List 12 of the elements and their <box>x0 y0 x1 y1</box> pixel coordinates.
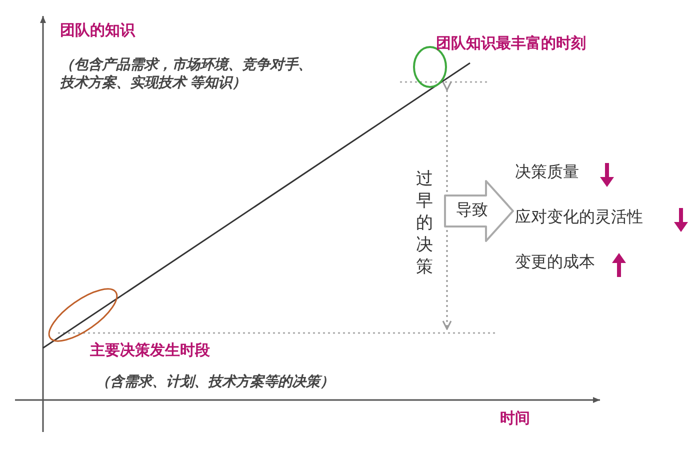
effect-label: 决策质量 <box>515 162 579 183</box>
axis-note: （包含产品需求，市场环境、竞争对手、技术方案、实现技术 等知识） <box>60 56 313 91</box>
period-note: （含需求、计划、技术方案等的决策） <box>96 372 334 391</box>
axis-title: 时间 <box>500 409 530 429</box>
vertical-label: 过早的决策 <box>416 168 433 278</box>
node-label: 导致 <box>456 201 488 221</box>
period-label: 主要决策发生时段 <box>90 340 210 361</box>
axis-title: 团队的知识 <box>60 21 135 41</box>
block-arrow <box>444 180 514 242</box>
effect-label: 应对变化的灵活性 <box>515 208 643 228</box>
effect-label: 变更的成本 <box>515 252 595 273</box>
peak-label: 团队知识最丰富的时刻 <box>436 34 586 54</box>
